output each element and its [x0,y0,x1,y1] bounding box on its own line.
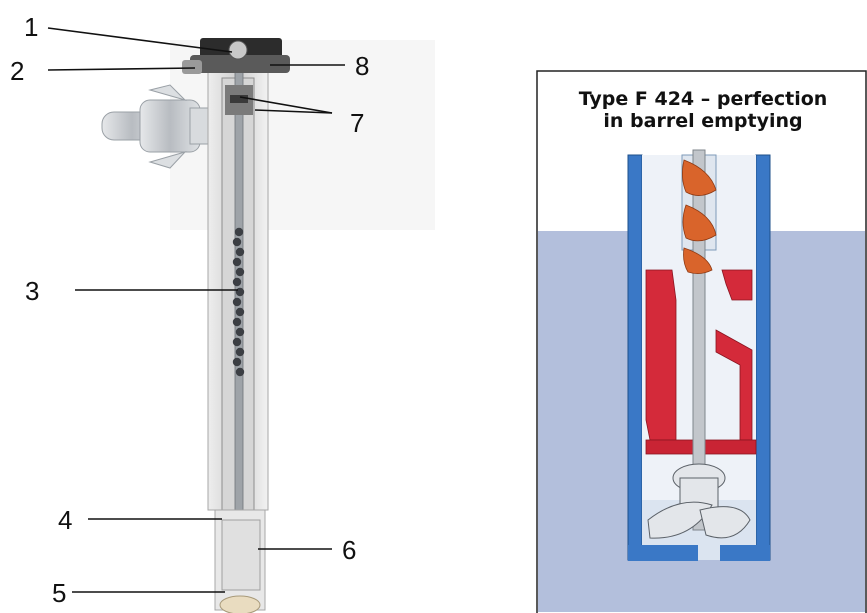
leader-line-2 [47,67,196,71]
leader-line-7a [239,96,333,114]
pump-cross-section [101,38,435,613]
f424-panel [536,70,867,613]
callout-label-7: 7 [350,108,365,138]
callout-label-3: 3 [25,276,40,306]
pump-foot [219,519,261,613]
panel-title: Type F 424 – perfection in barrel emptyi… [542,88,864,132]
orange-spiral [682,159,717,274]
callout-label-6: 6 [342,535,357,565]
spiral-coil [232,227,245,377]
callout-lines [47,27,345,593]
impeller [647,463,751,539]
leader-line-7b [254,109,333,114]
panel-title-line-2: in barrel emptying [603,110,803,132]
callout-label-5: 5 [52,578,67,608]
panel-shaft [692,149,706,531]
callout-label-4: 4 [58,505,73,535]
callout-label-8: 8 [355,51,370,81]
panel-title-line-1: Type F 424 – perfection [578,88,828,110]
callout-label-2: 2 [10,56,25,86]
leader-line-1 [47,27,233,53]
pump-head [182,38,290,115]
callout-label-1: 1 [24,12,39,42]
